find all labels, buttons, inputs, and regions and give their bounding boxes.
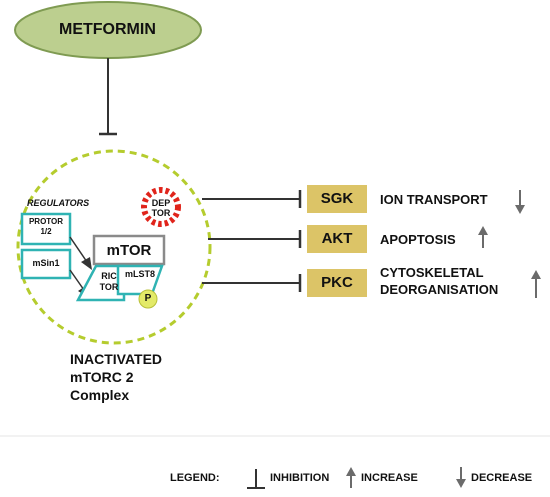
- complex-status: INACTIVATED mTORC 2 Complex: [70, 350, 162, 404]
- pkc-effect-line2: DEORGANISATION: [380, 282, 499, 297]
- akt-effect-label: APOPTOSIS: [380, 232, 456, 247]
- deptor-gear: [141, 187, 181, 227]
- mtor-label: mTOR: [106, 242, 152, 259]
- legend-increase-label: INCREASE: [361, 472, 418, 484]
- mlst8-label: mLST8: [124, 269, 155, 279]
- phosphate-label: P: [144, 293, 152, 304]
- deptor-line1: DEP: [151, 198, 171, 208]
- protor-line1: PROTOR: [28, 217, 64, 226]
- pkc-label: PKC: [321, 274, 353, 291]
- msin1-label: mSin1: [32, 258, 60, 268]
- legend-title: LEGEND:: [170, 472, 220, 484]
- akt-box: [307, 225, 367, 253]
- sgk-box: [307, 185, 367, 213]
- pkc-effect-label: CYTOSKELETAL DEORGANISATION: [380, 264, 498, 298]
- status-line1: INACTIVATED: [70, 351, 163, 367]
- protor-label: PROTOR 1/2: [22, 217, 70, 237]
- rictor-line1: RIC: [101, 271, 117, 281]
- status-line2: mTORC 2: [70, 369, 134, 385]
- decrease-arrow-icon: [515, 190, 525, 214]
- msin1-box: [20, 248, 72, 280]
- legend-inhibition-label: INHIBITION: [270, 472, 330, 484]
- decrease-legend-icon: [456, 467, 466, 488]
- phosphate-circle: [138, 289, 158, 309]
- protor-box: [20, 212, 72, 246]
- protor-line2: 1/2: [40, 227, 52, 236]
- increase-legend-icon: [346, 467, 356, 488]
- deptor-line2: TOR: [151, 208, 171, 218]
- protor-arrow: [69, 236, 88, 263]
- mtor-box: [92, 234, 166, 266]
- sgk-label: SGK: [320, 190, 354, 207]
- akt-label: AKT: [321, 230, 353, 247]
- msin1-arrow: [69, 269, 85, 291]
- mtorc2-complex-circle: [16, 149, 212, 345]
- status-line3: Complex: [70, 387, 130, 403]
- metformin-label: METFORMIN: [59, 21, 156, 38]
- inhibition-legend-icon: [247, 469, 265, 489]
- deptor-label: DEP TOR: [146, 198, 176, 218]
- increase-arrow-icon: [478, 226, 488, 248]
- regulators-title: REGULATORS: [27, 198, 90, 208]
- increase-arrow-icon: [531, 270, 541, 298]
- rictor-line2: TOR: [99, 282, 119, 292]
- rictor-label: RIC TOR: [94, 271, 124, 293]
- sgk-effect-label: ION TRANSPORT: [380, 192, 488, 207]
- pkc-box: [307, 269, 367, 297]
- pkc-effect-line1: CYTOSKELETAL: [380, 265, 484, 280]
- legend-decrease-label: DECREASE: [471, 472, 533, 484]
- protor-arrowhead: [81, 257, 92, 270]
